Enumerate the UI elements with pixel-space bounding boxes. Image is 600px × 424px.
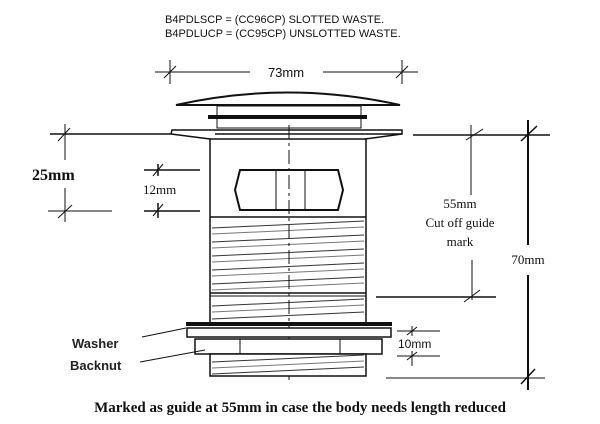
backnut xyxy=(194,338,383,355)
header-line-slotted: B4PDLSCP = (CC96CP) SLOTTED WASTE. xyxy=(165,14,384,26)
cut-off-guide-dimension: 55mm Cut off guide mark xyxy=(376,125,496,303)
dimension-10mm: 10mm xyxy=(398,337,431,351)
cut-off-guide-label: Cut off guide xyxy=(425,215,494,230)
plug-cap xyxy=(175,91,401,129)
dimension-70mm: 70mm xyxy=(511,252,544,267)
waste-body-tail xyxy=(209,353,367,377)
washer xyxy=(186,322,392,338)
thread-hatching-lower xyxy=(211,298,365,320)
cut-off-mark-label: mark xyxy=(447,234,474,249)
dimension-12mm: 12mm xyxy=(143,182,176,197)
thread-hatching xyxy=(211,220,365,291)
slot-height-dimension: 12mm xyxy=(143,163,200,218)
part-labels: Washer Backnut xyxy=(70,327,206,373)
overall-length-dimension: 70mm xyxy=(386,120,545,390)
washer-label: Washer xyxy=(72,336,118,351)
flange-width-dimension: 73mm xyxy=(155,60,418,84)
dimension-55mm: 55mm xyxy=(443,196,476,211)
footer-caption: Marked as guide at 55mm in case the body… xyxy=(94,400,506,416)
dimension-25mm: 25mm xyxy=(32,167,75,184)
flange-to-slot-dimension: 25mm xyxy=(32,124,112,222)
backnut-height-dimension: 10mm xyxy=(397,326,440,366)
header-line-unslotted: B4PDLUCP = (CC95CP) UNSLOTTED WASTE. xyxy=(165,28,401,40)
backnut-label: Backnut xyxy=(70,358,122,373)
dimension-73mm: 73mm xyxy=(268,65,304,80)
